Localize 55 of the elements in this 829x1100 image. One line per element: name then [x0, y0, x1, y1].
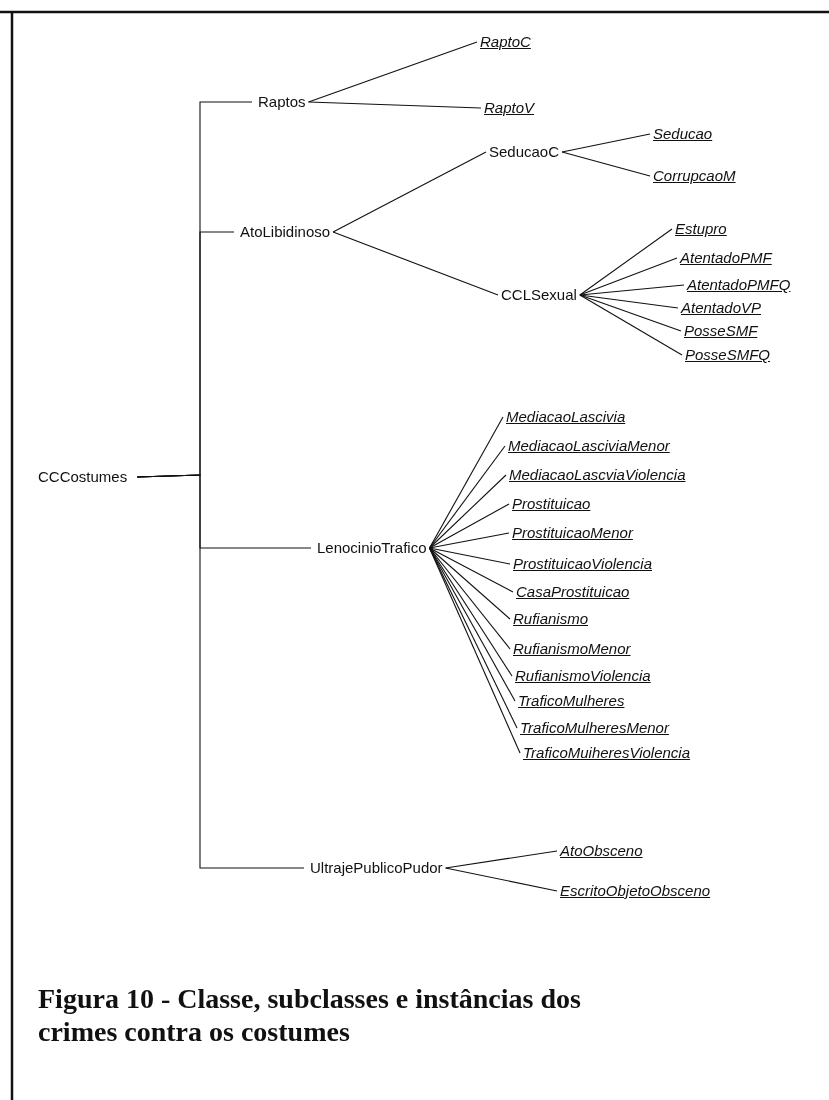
- instance-label: RaptoC: [480, 33, 531, 51]
- connector-line: [561, 133, 651, 153]
- instance-label: TraficoMulheres: [518, 692, 625, 710]
- connector-line: [307, 101, 482, 109]
- instance-label: Estupro: [675, 220, 727, 238]
- instance-label: EscritoObjetoObsceno: [560, 882, 711, 900]
- connector-line: [445, 867, 558, 892]
- connector-line: [428, 547, 516, 702]
- instance-label: PosseSMF: [684, 322, 758, 340]
- connector-line: [428, 532, 510, 549]
- figure-caption: Figura 10 - Classe, subclasses e instâncias dos crimes contra os costumes: [38, 982, 582, 1048]
- instance-label: MediacaoLascivia: [506, 408, 626, 426]
- connector-line: [579, 284, 685, 296]
- connector-line: [428, 474, 507, 549]
- instance-label: CorrupcaoM: [653, 167, 736, 185]
- connector-line: [579, 294, 682, 332]
- class-label: Raptos: [258, 93, 306, 111]
- connector-line: [579, 257, 678, 296]
- instance-label: Rufianismo: [513, 610, 589, 628]
- class-label: LenocinioTrafico: [317, 539, 427, 557]
- connector-line: [428, 503, 510, 549]
- instance-label: ProstituicaoMenor: [512, 524, 633, 542]
- connector-line: [561, 151, 651, 177]
- instance-label: AtentadoPMF: [680, 249, 772, 267]
- connector-line: [579, 294, 679, 309]
- instance-label: AtentadoPMFQ: [687, 276, 791, 294]
- instance-label: RaptoV: [484, 99, 535, 117]
- connector-line: [428, 547, 514, 593]
- connector-line: [579, 294, 683, 356]
- instance-label: Prostituicao: [512, 495, 591, 513]
- instance-label: ProstituicaoViolencia: [513, 555, 652, 573]
- class-label: CCLSexual: [501, 286, 577, 304]
- instance-label: MediacaoLasciviaMenor: [508, 437, 670, 455]
- class-label: AtoLibidinoso: [240, 223, 331, 241]
- connector-line: [428, 416, 504, 549]
- instance-label: CasaProstituicao: [516, 583, 630, 601]
- connector-line: [332, 231, 499, 296]
- connector-line: [428, 547, 511, 650]
- instance-label: AtentadoVP: [681, 299, 762, 317]
- instance-label: PosseSMFQ: [685, 346, 771, 364]
- class-label: UltrajePublicoPudor: [310, 859, 443, 877]
- connector-line: [445, 850, 558, 869]
- instance-label: RufianismoMenor: [513, 640, 631, 658]
- connector-line: [136, 474, 305, 869]
- connector-line: [579, 228, 673, 296]
- instance-label: AtoObsceno: [560, 842, 643, 860]
- instance-label: Seducao: [653, 125, 713, 143]
- class-label: SeducaoC: [489, 143, 560, 161]
- instance-label: TraficoMulheresMenor: [520, 719, 669, 737]
- connector-line: [332, 151, 487, 233]
- connector-line: [307, 41, 478, 103]
- class-label: CCCostumes: [38, 468, 128, 486]
- instance-label: MediacaoLascviaViolencia: [509, 466, 686, 484]
- instance-label: TraficoMuiheresViolencia: [523, 744, 691, 762]
- instance-label: RufianismoViolencia: [515, 667, 651, 685]
